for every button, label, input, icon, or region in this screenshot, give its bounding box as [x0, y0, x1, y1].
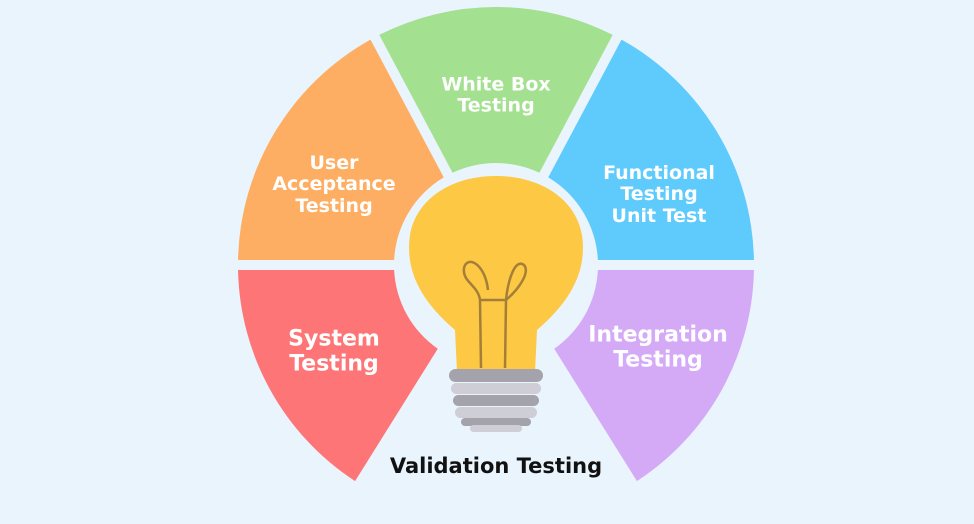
segment-label-functional: Functional Testing Unit Test: [603, 162, 715, 227]
label-line: Unit Test: [611, 204, 707, 227]
segment-label-user-acceptance: User Acceptance Testing: [272, 152, 396, 217]
label-line: Integration: [588, 322, 728, 348]
segment-label-integration: Integration Testing: [588, 323, 728, 372]
label-line: Testing: [457, 95, 535, 117]
segment-system: [238, 269, 438, 482]
lightbulb-icon: [409, 176, 583, 432]
center-label: Validation Testing: [389, 454, 603, 478]
label-line: User: [309, 152, 359, 175]
segment-white-box: [379, 7, 613, 173]
segment-functional: [548, 39, 754, 261]
segment-label-system: System Testing: [288, 327, 380, 376]
label-line: Testing: [295, 194, 373, 217]
segment-user-acceptance: [238, 39, 444, 261]
label-line: System: [288, 326, 380, 352]
label-line: Functional: [603, 162, 715, 185]
label-line: Testing: [289, 351, 379, 376]
segment-label-white-box: White Box Testing: [441, 73, 551, 118]
label-line: Acceptance: [272, 173, 396, 196]
label-line: Testing: [613, 347, 703, 372]
label-line: White Box: [441, 73, 551, 96]
segment-integration: [554, 269, 754, 482]
label-line: Testing: [620, 183, 698, 206]
